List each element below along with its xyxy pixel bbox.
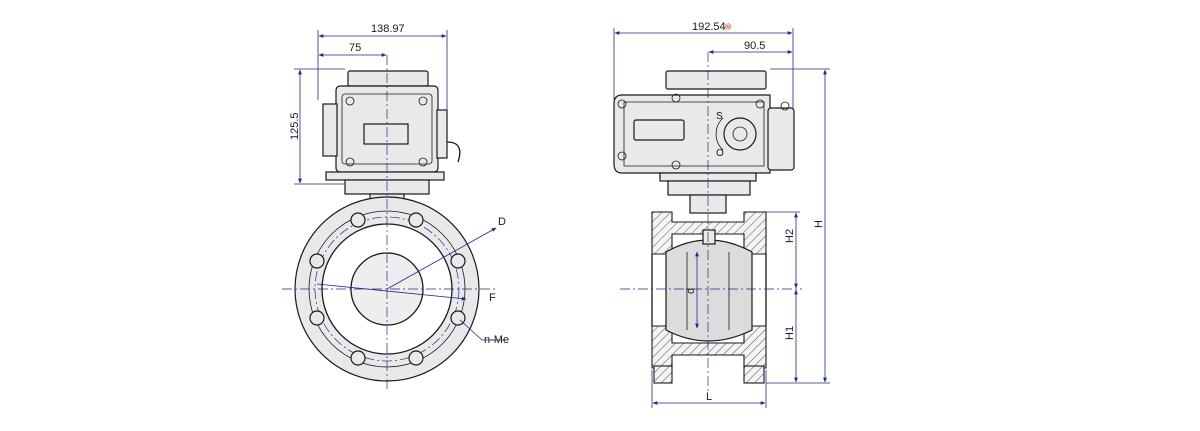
left-view: D F n-Me 138.97 75 125.5 [282, 23, 509, 392]
actuator-cover [623, 101, 765, 167]
screw-icon [780, 101, 790, 111]
screw-icon [418, 157, 428, 167]
dim-length: L [706, 391, 712, 403]
right-view: S O [613, 21, 830, 408]
flange-foot-left [653, 365, 673, 384]
bolt-circle-label: F [489, 292, 496, 304]
valve-body-section: d [620, 52, 802, 394]
dim-lower-height: H1 [784, 326, 796, 340]
stem-connector [702, 229, 716, 245]
actuator-base-plate [325, 171, 445, 181]
right-actuator: S O [613, 70, 795, 214]
bolt-hole [408, 350, 424, 366]
screw-icon [418, 96, 428, 106]
diameter-leader [386, 227, 497, 290]
actuator-side-left [322, 103, 338, 157]
dim-half-width: 75 [349, 42, 361, 54]
bolt-hole [450, 253, 466, 269]
actuator-side-body [767, 107, 795, 171]
indicator-open-label: O [716, 148, 724, 159]
bolt-hole [408, 212, 424, 228]
manual-override-center [732, 126, 748, 142]
indicator-shut-label: S [716, 111, 723, 122]
actuator-cable [446, 141, 461, 163]
bolt-hole [350, 350, 366, 366]
screw-icon [617, 99, 627, 109]
dim-total-width: 138.97 [371, 23, 405, 35]
actuator-window [633, 119, 685, 141]
mounting-bracket [667, 180, 751, 196]
screw-icon [617, 151, 627, 161]
screw-icon [671, 160, 681, 170]
screw-icon [345, 96, 355, 106]
dim-total-width: 192.54 [692, 21, 726, 33]
manual-override-knob [723, 117, 757, 151]
bolt-hole [309, 310, 325, 326]
indicator-arc [715, 117, 724, 151]
actuator-top-cap [347, 70, 429, 87]
flange-foot-right [743, 365, 765, 384]
actuator-window [363, 123, 409, 145]
actuator-housing [613, 94, 771, 174]
bolt-hole [350, 212, 366, 228]
bolt-hole [309, 253, 325, 269]
actuator-side-right [436, 109, 448, 159]
dim-total-height: H [813, 220, 825, 228]
diameter-label: D [498, 216, 506, 228]
left-flange: D F n-Me [282, 55, 509, 392]
ball [665, 239, 753, 342]
bolt-leader [459, 319, 483, 341]
screw-icon [755, 99, 765, 109]
dim-bore: d [685, 288, 697, 294]
screw-icon [345, 157, 355, 167]
actuator-top-cap [665, 70, 767, 90]
left-dimensions: 138.97 75 125.5 [289, 23, 448, 185]
dim-upper-height: H2 [784, 229, 796, 243]
dim-offset: 90.5 [744, 40, 765, 52]
note-mark: ※ [724, 22, 732, 33]
bolt-circle-leader [316, 283, 467, 301]
right-dimensions: 192.54 ※ 90.5 H H2 H1 L [613, 21, 830, 408]
left-actuator [322, 70, 461, 213]
screw-icon [671, 93, 681, 103]
bolt-spec-label: n-Me [484, 334, 509, 346]
dim-actuator-height: 125.5 [289, 112, 301, 140]
